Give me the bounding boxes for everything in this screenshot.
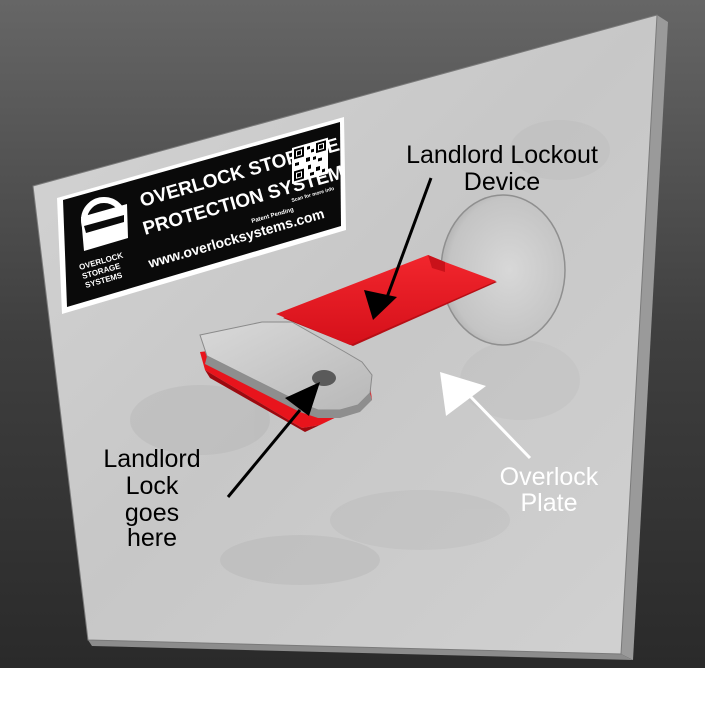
lockout-device-arrow [364, 177, 433, 320]
logo-stripe [84, 215, 124, 233]
plate-texture [130, 120, 610, 585]
lock-hole [312, 370, 336, 386]
overlock-logo: OVERLOCK STORAGE SYSTEMS [78, 197, 128, 290]
landlord-lock-label-3: goes [125, 499, 179, 527]
landlord-lock-label-1: Landlord [103, 445, 200, 473]
bottom-white-band [0, 668, 705, 705]
landlord-lock-label-4: here [127, 524, 177, 552]
lockout-flange [428, 255, 445, 272]
lock-tab [199, 321, 373, 418]
landlord-lock-label-2: Lock [126, 472, 179, 500]
plate-edge [621, 15, 668, 660]
plate-bottom-edge [88, 640, 633, 660]
landlord-lock-arrow [226, 382, 320, 498]
overlock-plate-label-2: Plate [521, 489, 578, 517]
lockout-device-label-1: Landlord Lockout [406, 141, 598, 169]
qr-code [292, 137, 328, 184]
lock-tab-edge [205, 356, 372, 418]
lockout-device-label-2: Device [464, 168, 540, 196]
sign-panel [63, 122, 341, 307]
overlock-plate-label-1: Overlock [500, 463, 599, 491]
overlock-plate-arrow [440, 372, 532, 460]
